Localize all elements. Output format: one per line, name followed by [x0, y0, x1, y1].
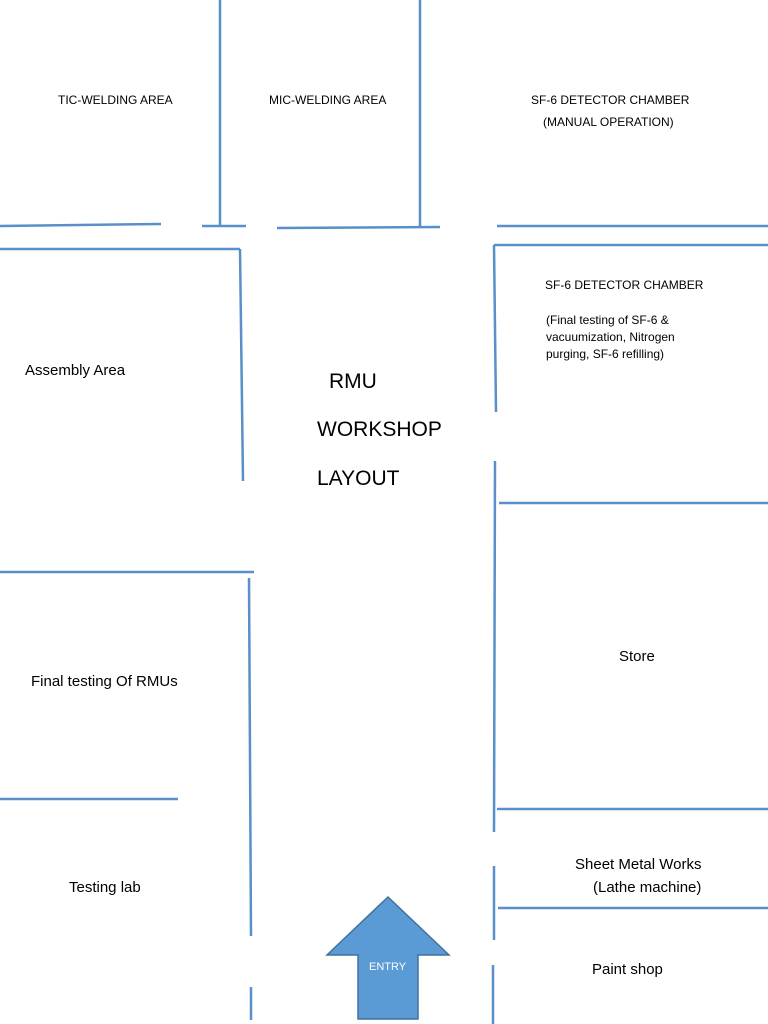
final-testing-label: Final testing Of RMUs	[31, 673, 178, 690]
sf6-final-chamber-title: SF-6 DETECTOR CHAMBER	[545, 278, 704, 292]
entry-arrow-icon	[325, 895, 451, 1020]
sf6-final-chamber-desc-3: purging, SF-6 refilling)	[546, 347, 665, 361]
testing-lab-label: Testing lab	[69, 879, 141, 896]
wall-top-left-a	[0, 222, 162, 228]
layout-title-line2: WORKSHOP	[317, 418, 442, 441]
assembly-area-label: Assembly Area	[25, 362, 126, 379]
wall-sf6-final-left	[492, 244, 498, 413]
layout-title-line3: LAYOUT	[317, 467, 400, 490]
paint-shop-label: Paint shop	[592, 961, 663, 978]
sf6-final-chamber-desc-1: (Final testing of SF-6 &	[546, 313, 669, 327]
lathe-machine-label: (Lathe machine)	[593, 879, 702, 896]
tic-welding-area-label: TIC-WELDING AREA	[58, 93, 173, 107]
sheet-metal-works-label: Sheet Metal Works	[575, 856, 702, 873]
layout-title-line1: RMU	[329, 370, 377, 393]
wall-final-testing-right	[247, 577, 253, 937]
entry-label: ENTRY	[369, 961, 407, 973]
sf6-final-chamber-desc-2: vacuumization, Nitrogen	[546, 330, 675, 344]
sf6-manual-chamber-title: SF-6 DETECTOR CHAMBER	[531, 93, 690, 107]
store-label: Store	[619, 648, 655, 665]
sf6-manual-chamber-subtitle: (MANUAL OPERATION)	[543, 115, 674, 129]
wall-store-left	[492, 460, 497, 833]
wall-assembly-right	[238, 248, 245, 482]
wall-top-mid	[276, 225, 441, 230]
mic-welding-area-label: MIC-WELDING AREA	[269, 93, 387, 107]
